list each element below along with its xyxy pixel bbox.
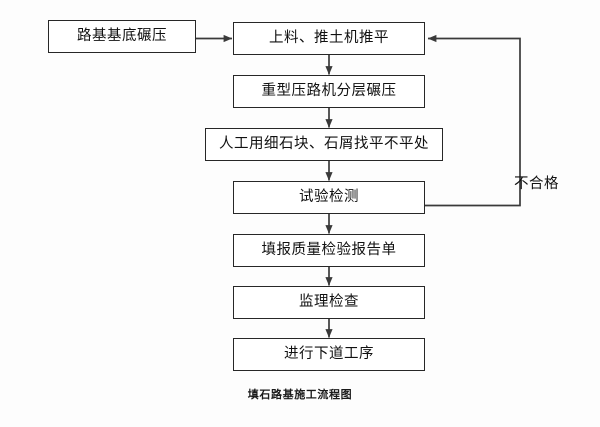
node-label: 试验检测: [299, 189, 359, 206]
edge-label-unqualified: 不合格: [514, 176, 559, 192]
edge-feedback-unqualified: [425, 34, 521, 207]
node-loading-dozer-leveling[interactable]: 上料、推土机推平: [233, 22, 425, 55]
node-label: 路基基底碾压: [77, 28, 167, 45]
node-test-inspection[interactable]: 试验检测: [233, 181, 425, 214]
node-heavy-roller-layered-compaction[interactable]: 重型压路机分层碾压: [233, 75, 425, 108]
node-supervision-check[interactable]: 监理检查: [233, 286, 425, 319]
node-label: 监理检查: [299, 294, 359, 311]
diagram-caption: 填石路基施工流程图: [247, 388, 353, 401]
node-manual-fine-stone-leveling[interactable]: 人工用细石块、石屑找平不平处: [205, 128, 443, 161]
node-quality-report-submission[interactable]: 填报质量检验报告单: [233, 234, 425, 267]
node-label: 上料、推土机推平: [269, 30, 389, 47]
node-proceed-next-process[interactable]: 进行下道工序: [233, 338, 425, 371]
node-roadbed-compaction[interactable]: 路基基底碾压: [48, 20, 196, 53]
node-label: 重型压路机分层碾压: [261, 83, 397, 100]
node-label: 进行下道工序: [284, 346, 374, 363]
node-label: 人工用细石块、石屑找平不平处: [219, 136, 429, 153]
node-label: 填报质量检验报告单: [261, 242, 397, 259]
